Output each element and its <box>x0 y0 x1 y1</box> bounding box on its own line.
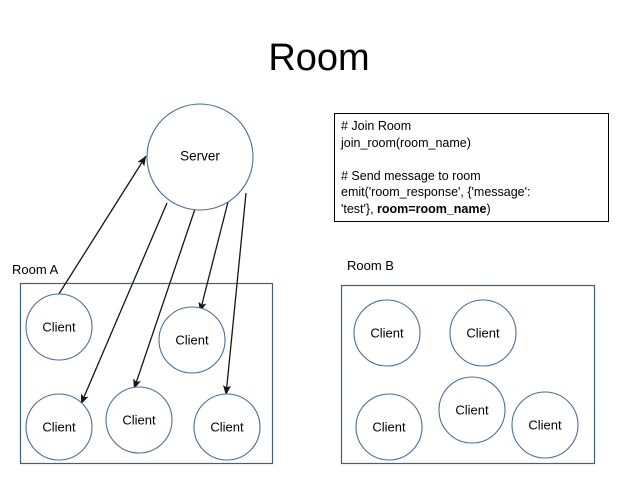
client-circle <box>25 393 93 461</box>
connection-lines <box>56 155 247 405</box>
client-label: Client <box>370 325 404 340</box>
server-node[interactable]: Server <box>146 103 254 211</box>
room-a-clients: Client Client Client Client Client <box>25 293 261 461</box>
room-b-clients: Client Client Client Client Client <box>353 299 579 461</box>
client-circle <box>449 299 517 367</box>
client-circle <box>105 386 173 454</box>
code-snippet-box: # Join Room join_room(room_name) # Send … <box>334 113 609 222</box>
connection-server-to-client-a5 <box>222 192 247 396</box>
client-label: Client <box>42 419 76 434</box>
client-node[interactable]: Client <box>353 299 421 367</box>
client-circle <box>438 376 506 444</box>
client-label: Client <box>372 419 406 434</box>
client-node[interactable]: Client <box>105 386 173 454</box>
server-label: Server <box>180 149 220 164</box>
client-label: Client <box>528 417 562 432</box>
client-label: Client <box>42 319 76 334</box>
client-circle <box>355 393 423 461</box>
room-a-label: Room A <box>12 262 59 277</box>
client-label: Client <box>210 419 244 434</box>
client-node[interactable]: Client <box>25 293 93 361</box>
connection-server-to-client-a4 <box>133 208 196 390</box>
server-circle <box>146 103 254 211</box>
code-bold-token: room=room_name <box>377 201 487 216</box>
client-label: Client <box>455 402 489 417</box>
room-a-box <box>19 282 274 465</box>
client-label: Client <box>466 325 500 340</box>
client-label: Client <box>122 412 156 427</box>
connection-client-to-server <box>56 155 147 298</box>
client-node[interactable]: Client <box>511 391 579 459</box>
client-label: Client <box>175 332 209 347</box>
client-node[interactable]: Client <box>355 393 423 461</box>
client-circle <box>353 299 421 367</box>
client-circle <box>193 393 261 461</box>
code-snippet-text: # Join Room join_room(room_name) # Send … <box>341 119 531 216</box>
client-node[interactable]: Client <box>158 306 226 374</box>
room-b-label: Room B <box>347 258 394 273</box>
client-circle <box>158 306 226 374</box>
page-title: Room <box>268 37 370 79</box>
client-node[interactable]: Client <box>25 393 93 461</box>
client-node[interactable]: Client <box>438 376 506 444</box>
connection-server-to-client-a2 <box>198 201 229 313</box>
room-b-box <box>340 284 596 465</box>
client-node[interactable]: Client <box>193 393 261 461</box>
client-circle <box>25 293 93 361</box>
client-node[interactable]: Client <box>449 299 517 367</box>
client-circle <box>511 391 579 459</box>
connection-server-to-client-a3 <box>80 202 168 405</box>
